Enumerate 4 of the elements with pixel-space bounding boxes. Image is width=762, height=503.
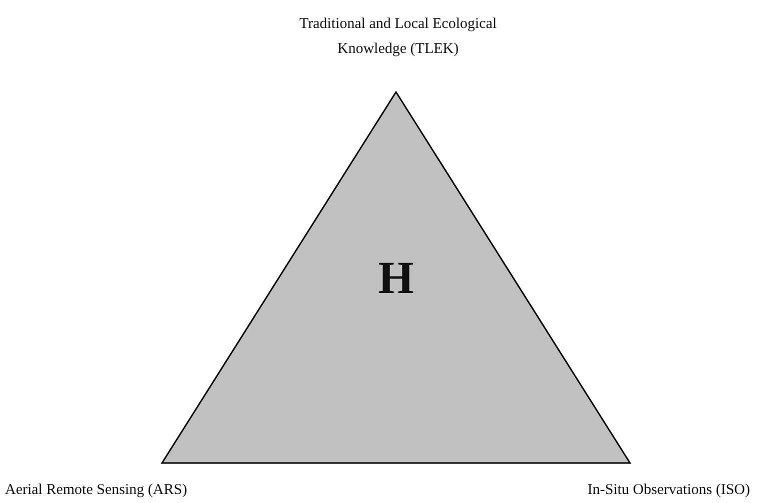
vertex-label: In-Situ Observations (ISO) — [588, 481, 750, 500]
vertex-label: Traditional and Local Ecological Knowledge (TLEK) — [298, 15, 498, 59]
center-letter: H — [378, 254, 414, 300]
vertex-label: Aerial Remote Sensing (ARS) — [5, 481, 188, 500]
